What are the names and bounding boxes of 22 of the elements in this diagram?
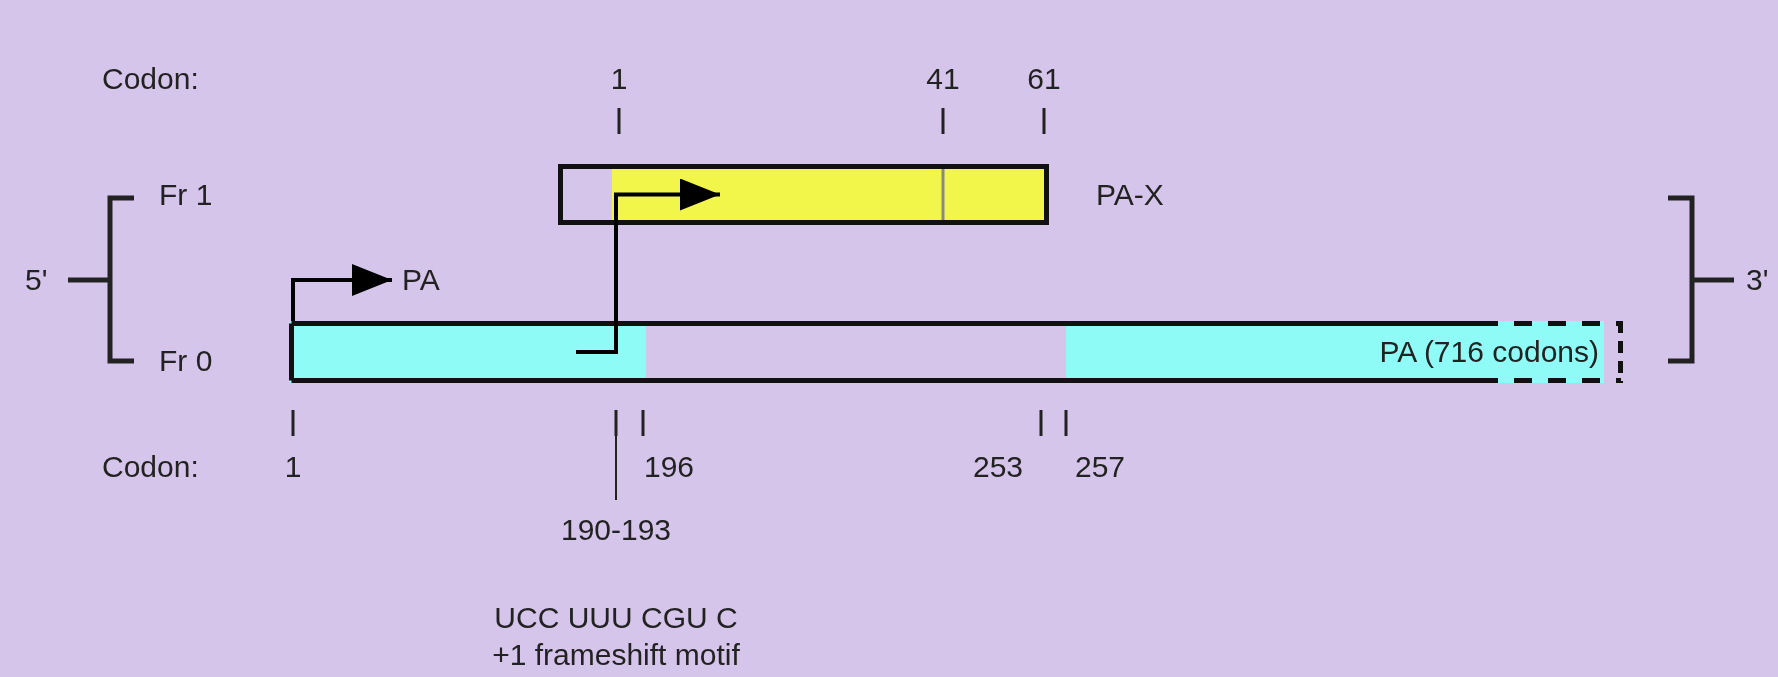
gene-bar [289, 321, 1623, 383]
end-label: 3' [1746, 263, 1769, 297]
codon-number: 1 [284, 450, 302, 484]
end-label: 5' [25, 263, 48, 297]
gene-bar [558, 164, 1049, 225]
arrow [291, 264, 392, 321]
arrow [576, 178, 720, 354]
codon-number: 61 [1027, 62, 1061, 96]
motif-caption: +1 frameshift motif [492, 638, 740, 672]
codon-number: 196 [643, 450, 695, 484]
frame-label: Fr 0 [159, 344, 213, 378]
codon-number: 257 [1074, 450, 1126, 484]
axis-label: Codon: [102, 62, 199, 96]
axis-label: Codon: [102, 450, 199, 484]
gene-label: PA-X [1096, 178, 1164, 212]
codon-range: 190-193 [560, 513, 672, 547]
codon-number: 1 [610, 62, 628, 96]
codon-number: 41 [926, 62, 960, 96]
codon-number: 253 [972, 450, 1024, 484]
frame-label: Fr 1 [159, 178, 213, 212]
sequence-text: UCC UUU CGU C [494, 601, 738, 635]
gene-label: PA (716 codons) [1379, 335, 1599, 369]
